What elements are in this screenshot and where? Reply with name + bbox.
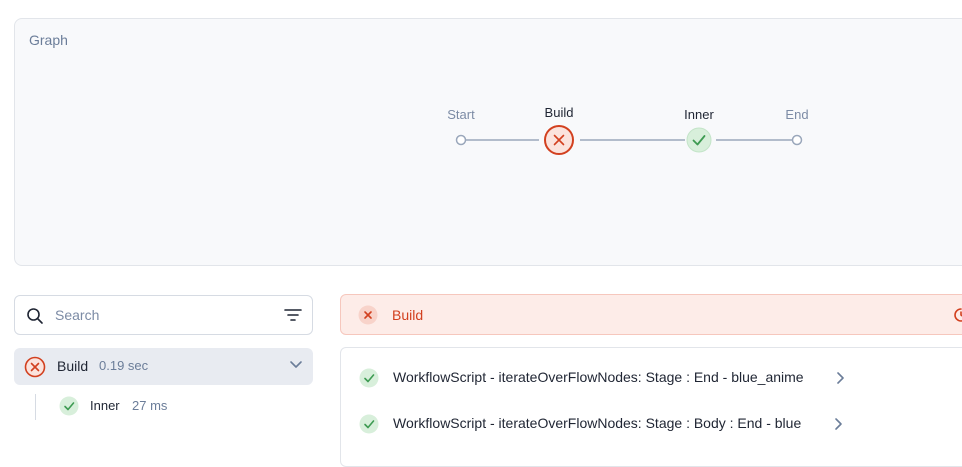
graph-panel: Graph Start Build Inner End [14, 18, 962, 266]
chevron-right-icon[interactable] [835, 371, 845, 385]
step-label: WorkflowScript - iterateOverFlowNodes: S… [393, 369, 804, 385]
success-icon [59, 396, 79, 416]
tree-item-name: Inner [90, 398, 120, 413]
graph-node-label-end: End [785, 107, 809, 122]
step-row[interactable]: WorkflowScript - iterateOverFlowNodes: S… [341, 362, 861, 392]
graph-node-end[interactable] [791, 134, 803, 146]
chevron-down-icon[interactable] [289, 360, 303, 370]
tree-item-duration: 0.19 sec [99, 358, 149, 373]
step-row[interactable]: WorkflowScript - iterateOverFlowNodes: S… [341, 408, 861, 438]
stage-title: Build [392, 307, 424, 323]
failed-icon [553, 134, 565, 146]
step-label: WorkflowScript - iterateOverFlowNodes: S… [393, 415, 802, 431]
tree-item-inner[interactable]: Inner 27 ms [48, 394, 248, 420]
graph-title: Graph [29, 32, 68, 48]
tree-item-build[interactable]: Build 0.19 sec [14, 348, 313, 385]
graph-node-start[interactable] [455, 134, 467, 146]
graph-node-label-start: Start [447, 107, 475, 122]
filter-icon[interactable] [284, 308, 302, 322]
search-icon [27, 308, 43, 324]
success-icon [359, 368, 379, 388]
chevron-right-icon[interactable] [833, 417, 843, 431]
steps-panel: WorkflowScript - iterateOverFlowNodes: S… [340, 347, 962, 467]
stage-header: Build [340, 294, 962, 335]
restart-icon[interactable] [953, 307, 962, 323]
search-input[interactable] [55, 304, 275, 326]
graph-node-label-inner: Inner [684, 107, 714, 122]
tree-item-duration: 27 ms [132, 398, 168, 413]
tree-guide-line [35, 394, 36, 420]
pipeline-graph [455, 125, 803, 155]
graph-node-label-build: Build [544, 105, 574, 120]
graph-node-inner[interactable] [686, 127, 712, 153]
failed-icon [358, 305, 378, 325]
failed-icon [24, 356, 46, 378]
success-icon [359, 414, 379, 434]
tree-item-name: Build [57, 358, 89, 374]
success-icon [692, 135, 706, 146]
search-box [14, 295, 313, 335]
graph-node-build[interactable] [544, 125, 574, 155]
